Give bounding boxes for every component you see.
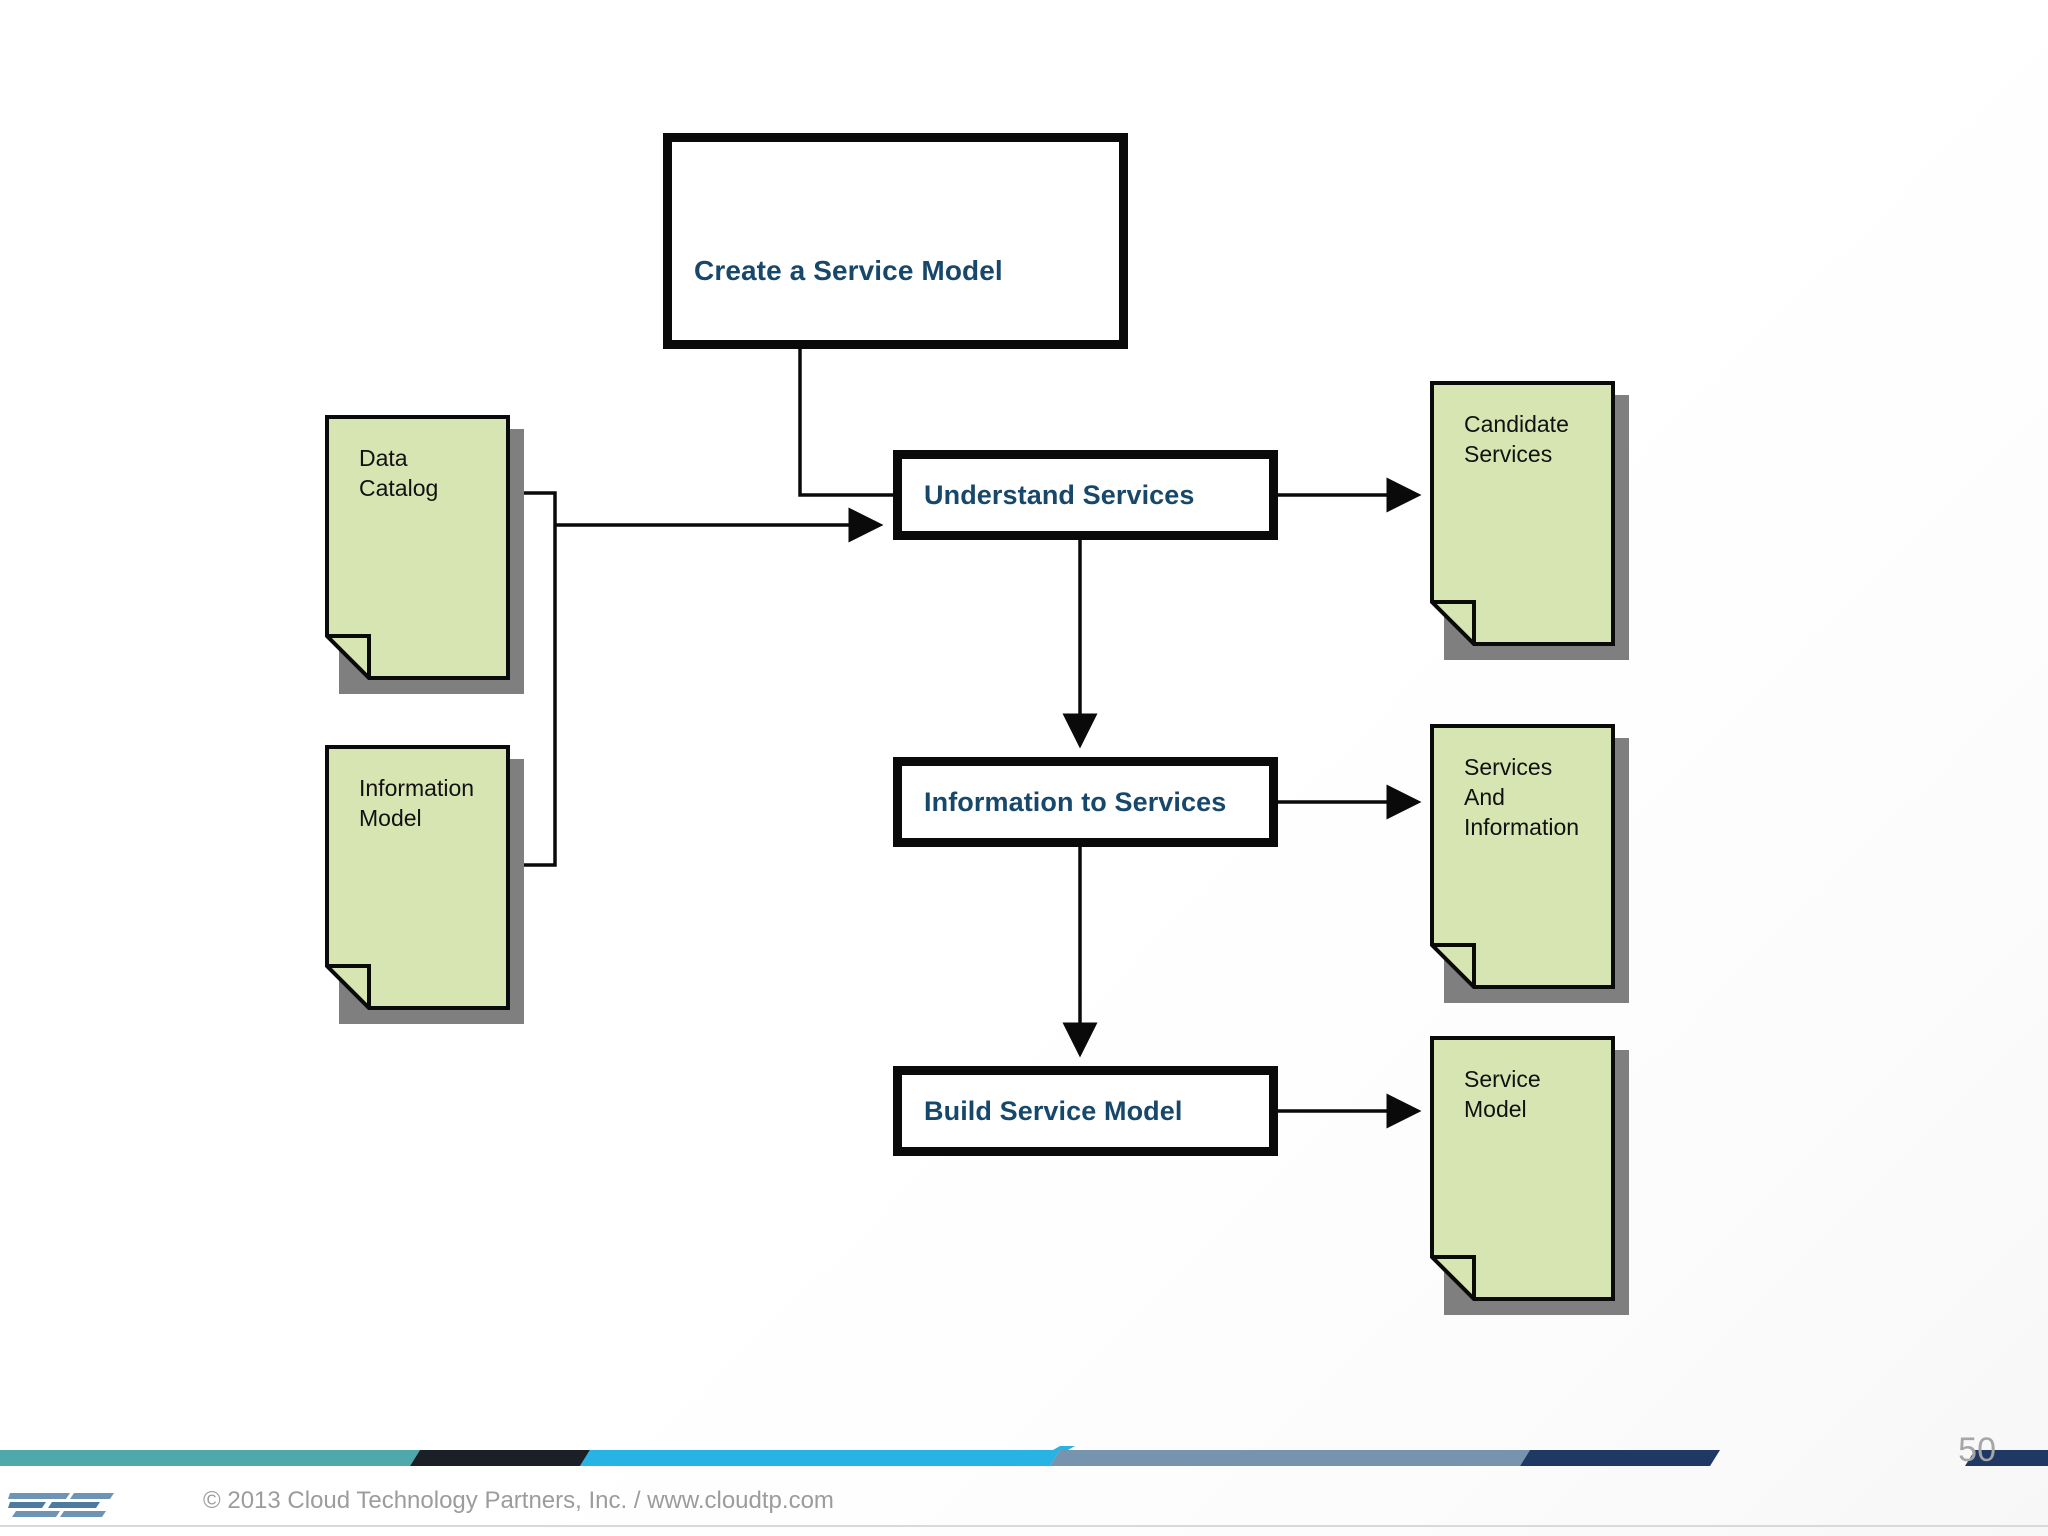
document-icon <box>325 745 510 1010</box>
footer-copyright: © 2013 Cloud Technology Partners, Inc. /… <box>203 1487 834 1514</box>
document-icon <box>1430 381 1615 646</box>
document-label: Information Model <box>359 775 475 831</box>
process-box-information-to-services[interactable]: Information to Services <box>893 757 1278 847</box>
process-box-label: Understand Services <box>924 479 1195 510</box>
document-label: Service Model <box>1464 1066 1541 1122</box>
process-box-label: Information to Services <box>924 786 1227 817</box>
document-candidate-services[interactable]: Candidate Services <box>1430 381 1629 660</box>
process-box-understand-services[interactable]: Understand Services <box>893 450 1278 540</box>
document-icon <box>1430 1036 1615 1301</box>
document-icon <box>1430 724 1615 989</box>
connector-create-to-understand <box>798 349 893 497</box>
document-information-model[interactable]: Information Model <box>325 745 524 1024</box>
process-box-build-service-model[interactable]: Build Service Model <box>893 1066 1278 1156</box>
document-label: Services And Information <box>1464 754 1580 840</box>
cloud-technology-partners-logo-icon <box>8 1493 114 1517</box>
document-label: Candidate Services <box>1464 411 1569 467</box>
process-box-create-a-service-model[interactable]: Create a Service Model <box>663 133 1128 349</box>
footer-stripe-graphic <box>0 1446 2048 1466</box>
process-box-label: Build Service Model <box>924 1095 1183 1126</box>
connector-inputs-to-understand <box>523 491 884 867</box>
document-service-model[interactable]: Service Model <box>1430 1036 1629 1315</box>
document-services-and-information[interactable]: Services And Information <box>1430 724 1629 1003</box>
footer-accent-bar <box>0 1444 2048 1468</box>
document-data-catalog[interactable]: Data Catalog <box>325 415 524 694</box>
document-icon <box>325 415 510 680</box>
document-label: Data Catalog <box>359 445 439 501</box>
process-box-label: Create a Service Model <box>694 255 1003 286</box>
page-number: 50 <box>1958 1431 1996 1469</box>
footer-divider <box>0 1525 2048 1527</box>
